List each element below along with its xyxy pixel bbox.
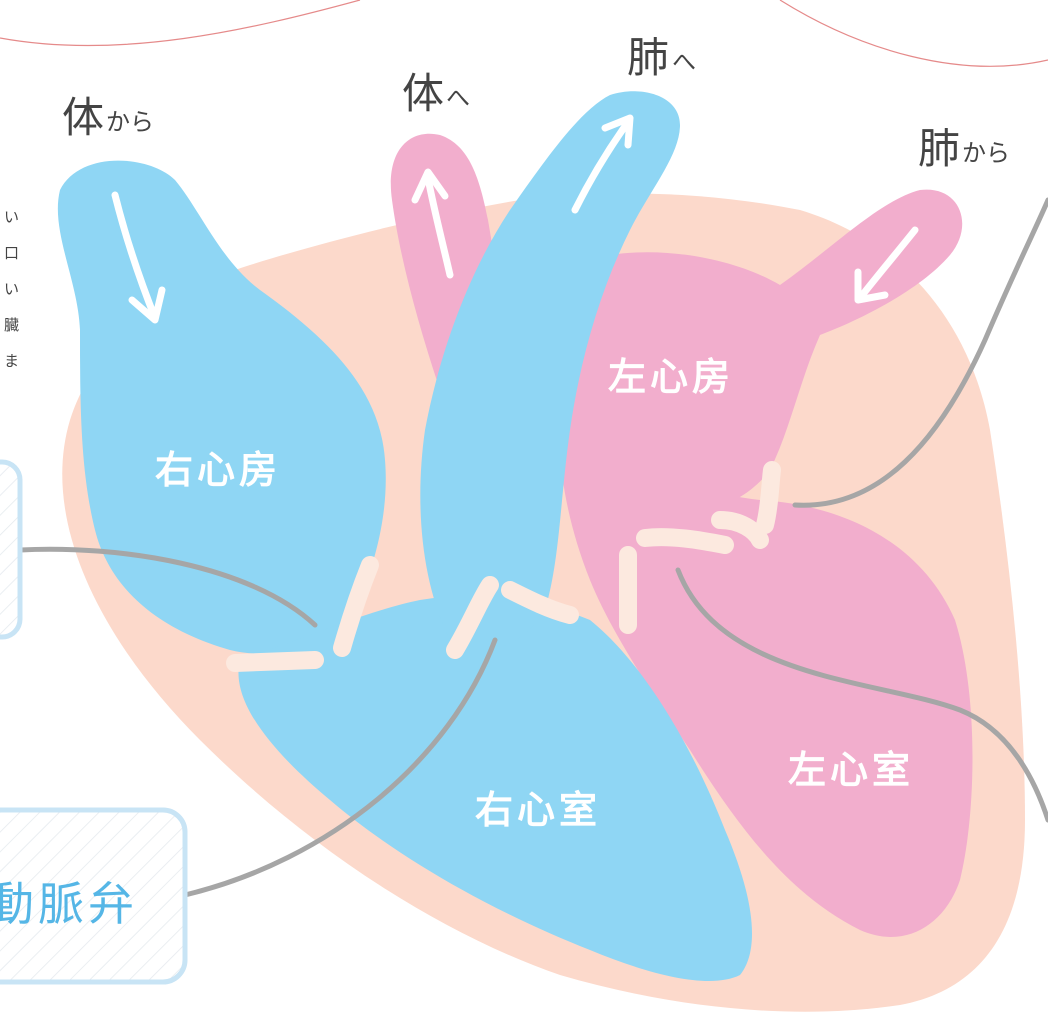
flow-label-suffix: へ: [446, 84, 470, 112]
leader-line-tricuspid: [17, 546, 318, 628]
callout-box-pulmonary-valve: 動脈弁: [0, 807, 188, 985]
arrow-to-body-icon: [411, 168, 454, 279]
leader-line-aortic: [675, 567, 1048, 823]
label-left-atrium: 左心房: [608, 355, 734, 399]
side-text-fragment: ま: [4, 352, 19, 370]
tricuspid-valve-leaflet: [333, 556, 379, 657]
pulmonary-artery: [420, 91, 680, 650]
leader-line-mitral: [792, 197, 1048, 508]
leader-lines: [17, 197, 1048, 898]
side-text-fragment: 臓: [4, 316, 19, 334]
callout-box-tricuspid: [0, 459, 23, 640]
flow-label-from-lungs: 肺 から: [918, 124, 1010, 173]
flow-arrows: [111, 114, 919, 324]
left-ventricle: [560, 440, 973, 937]
flow-label-suffix: から: [106, 108, 154, 136]
mitral-valve-leaflet: [756, 461, 781, 534]
valves: [226, 461, 781, 672]
mitral-valve-leaflet: [711, 511, 769, 549]
flow-label-main: 体: [62, 93, 104, 142]
top-curve-right: [779, 0, 1048, 67]
flow-label-to-body: 体 へ: [402, 69, 470, 118]
flow-label-suffix: へ: [672, 48, 696, 76]
side-text-fragment: い: [4, 280, 19, 298]
callout-label-pulmonary-valve: 動脈弁: [0, 877, 138, 931]
side-text-column: い 口 い 臓 ま: [4, 208, 19, 370]
flow-label-from-body: 体 から: [62, 93, 154, 142]
flow-label-suffix: から: [962, 139, 1010, 167]
tricuspid-valve-leaflet: [226, 651, 324, 672]
pulmonary-valve-leaflet: [446, 576, 499, 659]
leader-line-pulmonary: [182, 637, 498, 898]
aortic-valve-leaflet: [636, 528, 734, 554]
label-left-ventricle: 左心室: [788, 748, 914, 792]
right-ventricle: [238, 596, 752, 981]
flow-label-main: 体: [402, 69, 444, 118]
label-right-ventricle: 右心室: [475, 788, 601, 832]
flow-label-main: 肺: [918, 124, 960, 173]
arrow-to-lungs-icon: [571, 114, 634, 214]
arrow-from-lungs-icon: [854, 226, 919, 304]
flow-label-to-lungs: 肺 へ: [627, 33, 696, 82]
side-text-fragment: 口: [4, 244, 19, 262]
label-right-atrium: 右心房: [155, 448, 281, 492]
top-curve-left: [0, 0, 361, 47]
side-text-fragment: い: [4, 208, 19, 226]
flow-label-main: 肺: [627, 33, 669, 82]
pulmonary-valve-leaflet: [501, 581, 579, 624]
arrow-from-body-icon: [111, 191, 166, 324]
